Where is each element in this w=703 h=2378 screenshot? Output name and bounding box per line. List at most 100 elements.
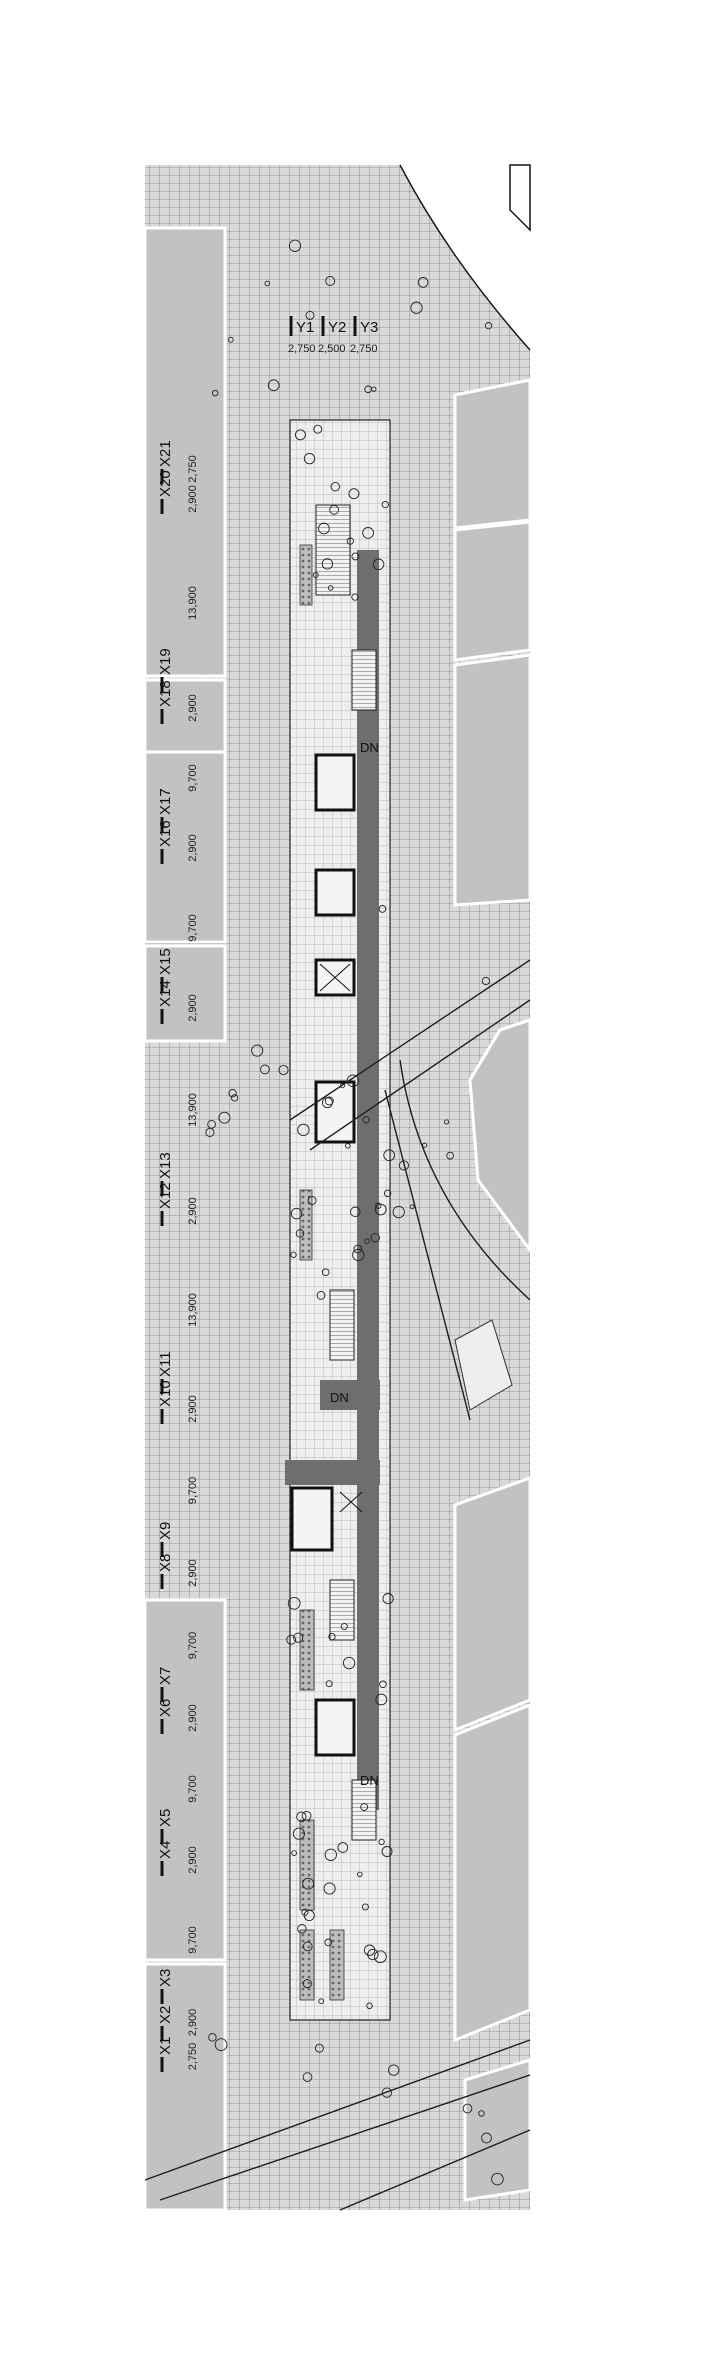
- tree-symbol: [297, 1123, 310, 1137]
- tree-symbol: [303, 452, 316, 465]
- tree-symbol: [302, 1941, 313, 1952]
- tree-symbol: [381, 1846, 393, 1857]
- tree-symbol: [318, 522, 330, 535]
- grid-label-x1: X1: [157, 2037, 174, 2055]
- right-buildings: [453, 378, 532, 2202]
- tree-symbol: [364, 1238, 370, 1244]
- tree-symbol: [362, 1116, 370, 1124]
- tree-symbol: [321, 1268, 330, 1277]
- tree-symbol: [301, 1810, 312, 1821]
- tree-symbol: [375, 1693, 388, 1706]
- grid-label-x16: X16: [157, 820, 174, 847]
- grid-label-x10: X10: [157, 1380, 174, 1407]
- tree-symbol: [346, 1074, 360, 1088]
- tree-symbol: [363, 1944, 376, 1956]
- grid-dimension-15: 9,700: [187, 914, 199, 942]
- tree-symbol: [381, 500, 389, 509]
- tree-symbol: [491, 2172, 504, 2186]
- tree-symbol: [337, 1842, 349, 1853]
- left-buildings: [143, 226, 227, 2212]
- stair-labels: DN DN DN: [330, 740, 379, 1788]
- grid-label-x3: X3: [157, 1969, 174, 1987]
- tree-symbol: [388, 2064, 400, 2076]
- tree-symbol: [351, 552, 360, 561]
- corner-building: [509, 164, 531, 232]
- grid-dimension-19: 13,900: [187, 586, 199, 620]
- tree-symbol: [342, 1656, 356, 1670]
- tree-symbol: [314, 2043, 324, 2053]
- grid-dimension-12: 2,900: [187, 1197, 199, 1225]
- tree-symbol: [294, 429, 306, 441]
- grid-label-x15: X15: [157, 948, 174, 975]
- tree-symbol: [324, 1848, 337, 1861]
- tree-symbol: [288, 239, 302, 252]
- stair-cores: [290, 753, 356, 1757]
- dn-label-1: DN: [360, 740, 379, 755]
- tree-symbol: [328, 1632, 336, 1641]
- grid-label-x8: X8: [157, 1554, 174, 1572]
- y-dim-2: 2,500: [318, 343, 346, 355]
- tree-symbol: [211, 389, 219, 397]
- tree-symbol: [205, 1127, 215, 1137]
- tree-symbol: [316, 1291, 326, 1300]
- grid-dimension-2: 2,900: [187, 2009, 199, 2037]
- tree-symbol: [392, 1205, 405, 1219]
- grid-label-x17: X17: [157, 788, 174, 815]
- tree-symbol: [357, 1871, 363, 1878]
- tree-symbol: [303, 1909, 315, 1921]
- tree-symbol: [352, 1248, 365, 1262]
- grid-label-y3: Y3: [360, 319, 378, 336]
- tree-symbol: [302, 1877, 315, 1890]
- grid-dimension-3: 9,700: [187, 1926, 199, 1954]
- y-dim-3: 2,750: [350, 343, 378, 355]
- crossing-roads: [144, 959, 531, 2211]
- tree-symbol: [287, 1596, 301, 1610]
- tree-symbol: [278, 1064, 289, 1076]
- tree-symbol: [348, 488, 360, 500]
- tree-symbol: [379, 1680, 387, 1689]
- tree-symbol: [422, 1142, 428, 1148]
- grid-dimension-9: 9,700: [187, 1477, 199, 1505]
- tree-symbol: [374, 1203, 387, 1216]
- tree-symbol: [296, 1811, 307, 1822]
- tree-symbol: [227, 336, 234, 343]
- tree-symbol: [410, 301, 423, 314]
- tree-symbol: [302, 2072, 313, 2082]
- tree-symbol: [307, 1196, 317, 1205]
- tree-symbol: [362, 527, 374, 539]
- tree-symbol: [301, 1908, 309, 1916]
- y-dim-1: 2,750: [288, 343, 316, 355]
- tree-symbol: [370, 1232, 380, 1243]
- tree-symbol: [372, 558, 385, 571]
- planter-symbol: [299, 544, 345, 2001]
- grid-label-x4: X4: [157, 1841, 174, 1859]
- tree-symbol: [325, 276, 336, 286]
- tree-symbol: [251, 1044, 264, 1057]
- tree-symbol: [367, 1948, 379, 1961]
- tree-symbol: [302, 1979, 312, 1989]
- tree-symbol: [293, 1632, 304, 1643]
- tree-symbol: [375, 1202, 382, 1209]
- dn-label-3: DN: [360, 1773, 379, 1788]
- tree-symbol: [323, 1882, 336, 1895]
- tree-symbol: [305, 310, 315, 320]
- tree-symbol: [374, 1950, 387, 1964]
- grid-dimension-4: 2,900: [187, 1846, 199, 1874]
- tree-symbol: [260, 1064, 270, 1075]
- grid-label-x19: X19: [157, 648, 174, 675]
- tree-symbol: [345, 1143, 351, 1149]
- tree-symbol: [230, 1094, 239, 1102]
- tree-symbol: [446, 1151, 454, 1160]
- grid-dimension-17: 9,700: [187, 764, 199, 792]
- tree-symbol: [484, 322, 493, 330]
- tree-symbol: [295, 1229, 305, 1238]
- stair-flights: [315, 504, 377, 1841]
- grid-dimension-20: 2,900: [187, 485, 199, 513]
- tree-symbol: [214, 2038, 228, 2051]
- grid-label-x9: X9: [157, 1522, 174, 1540]
- tree-symbol: [381, 2087, 393, 2098]
- grid-label-x5: X5: [157, 1809, 174, 1827]
- grid-dimension-21: 2,750: [187, 455, 199, 483]
- grid-label-x18: X18: [157, 680, 174, 707]
